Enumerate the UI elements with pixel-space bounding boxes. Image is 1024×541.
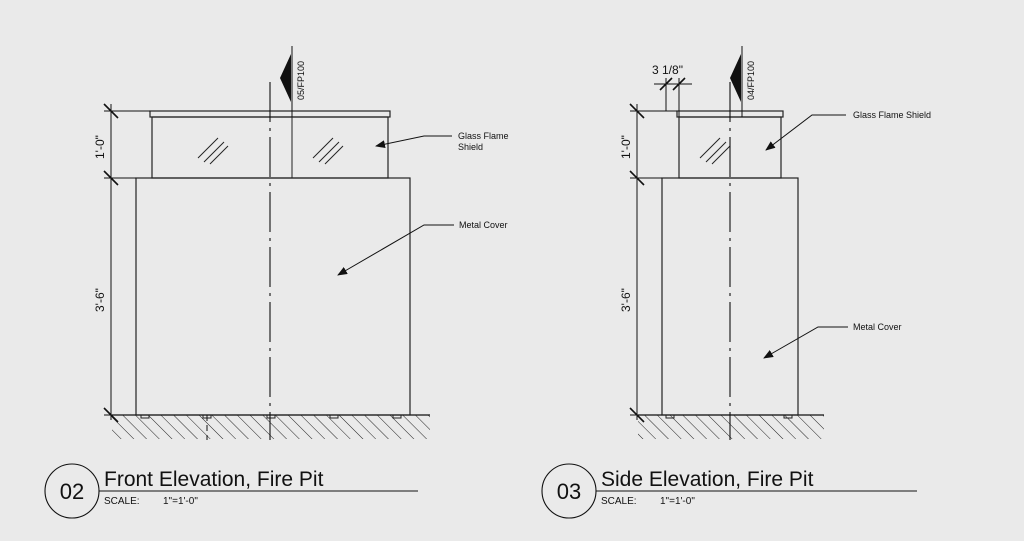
side-glass-hatch xyxy=(699,137,731,165)
front-dim-top: 1'-0" xyxy=(93,135,107,159)
front-ground xyxy=(112,414,430,439)
front-note-glass-line1: Glass Flame xyxy=(458,131,509,141)
front-section-marker xyxy=(280,46,293,117)
front-dim-body: 3'-6" xyxy=(93,288,107,312)
side-dim-body: 3'-6" xyxy=(619,288,633,312)
side-width-dim-text: 3 1/8" xyxy=(652,63,683,77)
front-scale-label: SCALE: xyxy=(104,496,140,507)
front-scale-value: 1"=1'-0" xyxy=(163,496,198,507)
side-dim-top: 1'-0" xyxy=(619,135,633,159)
front-metal-cover xyxy=(135,177,411,416)
side-section-ref: 04/FP100 xyxy=(746,61,756,100)
front-view-title: Front Elevation, Fire Pit xyxy=(104,468,324,491)
front-leaders xyxy=(337,135,454,276)
front-view-number: 02 xyxy=(60,479,84,504)
side-dimension-lines xyxy=(629,103,677,423)
side-leaders xyxy=(763,114,848,359)
front-title-block: 02 Front Elevation, Fire Pit SCALE: 1"=1… xyxy=(44,463,418,519)
side-note-glass: Glass Flame Shield xyxy=(853,110,931,120)
side-scale-label: SCALE: xyxy=(601,496,637,507)
front-elevation: 05/FP100 1'-0" 3'-6" Glass Flame Shield … xyxy=(44,46,509,519)
side-view-number: 03 xyxy=(557,479,581,504)
side-feet xyxy=(665,414,793,419)
side-elevation: 04/FP100 3 1/8" 1'-0" 3'-6" Glass Flam xyxy=(541,46,931,519)
front-dimension-lines xyxy=(103,103,150,423)
side-title-block: 03 Side Elevation, Fire Pit SCALE: 1"=1'… xyxy=(541,463,917,519)
side-section-marker xyxy=(730,46,743,117)
side-view-title: Side Elevation, Fire Pit xyxy=(601,468,814,491)
front-glass-hatch xyxy=(197,137,344,165)
front-note-glass-line2: Shield xyxy=(458,142,483,152)
side-width-dimension xyxy=(654,77,692,117)
side-scale-value: 1"=1'-0" xyxy=(660,496,695,507)
side-note-metal: Metal Cover xyxy=(853,322,902,332)
front-note-metal: Metal Cover xyxy=(459,220,508,230)
front-section-ref: 05/FP100 xyxy=(296,61,306,100)
side-ground xyxy=(638,414,824,439)
